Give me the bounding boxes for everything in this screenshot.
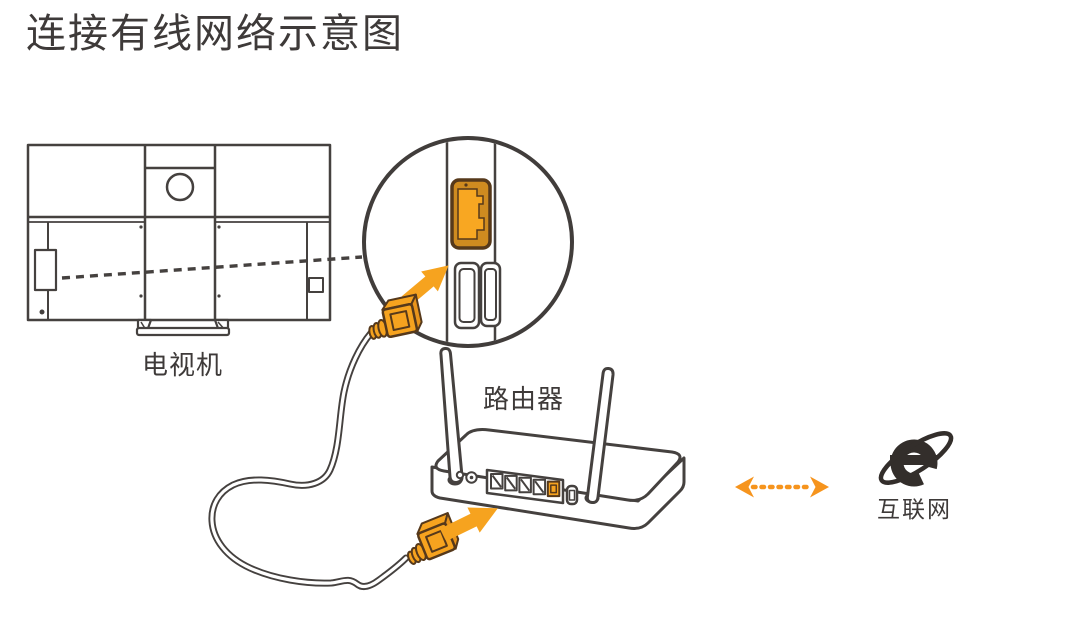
internet-e-logo-icon (878, 431, 954, 487)
router-usb-port-icon (565, 484, 579, 506)
internet-label: 互联网 (877, 496, 952, 522)
tv-illustration (26, 143, 332, 337)
router-label: 路由器 (483, 384, 565, 414)
router-lan-ports-icon (490, 473, 547, 496)
tv-label: 电视机 (142, 350, 224, 380)
hdmi-ports-icon (453, 261, 502, 330)
tv-body (26, 143, 332, 322)
tv-side-port-panel (33, 248, 58, 292)
arrow-to-router-icon (440, 507, 498, 541)
tv-stand (135, 318, 231, 337)
ethernet-port-icon (450, 178, 492, 250)
router-antenna-right (585, 366, 615, 505)
ethernet-cable (208, 329, 410, 591)
page-title: 连接有线网络示意图 (26, 12, 404, 56)
ethernet-connector-top-icon (368, 293, 423, 340)
router-illustration (430, 346, 686, 530)
tv-cable-hole (165, 172, 195, 202)
router-body-top (434, 428, 682, 502)
internet-link-arrow-icon (735, 476, 829, 498)
router-wan-port-icon (546, 480, 561, 498)
ethernet-connector-bottom-icon (407, 512, 460, 565)
